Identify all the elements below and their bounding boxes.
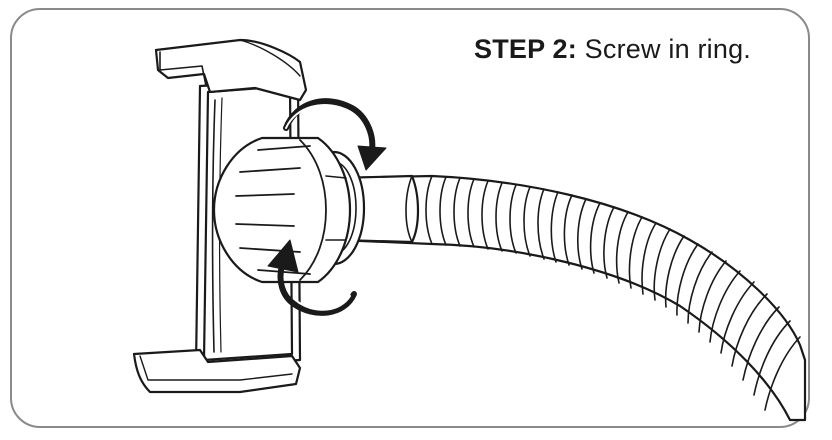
step-instruction: Screw in ring. [576,34,752,64]
step-caption: STEP 2: Screw in ring. [474,34,751,65]
step-label: STEP 2: [474,34,577,64]
rotate-arrows-icon [267,98,387,316]
gooseneck-arm-icon [336,174,807,422]
threaded-ring-icon [212,136,366,284]
